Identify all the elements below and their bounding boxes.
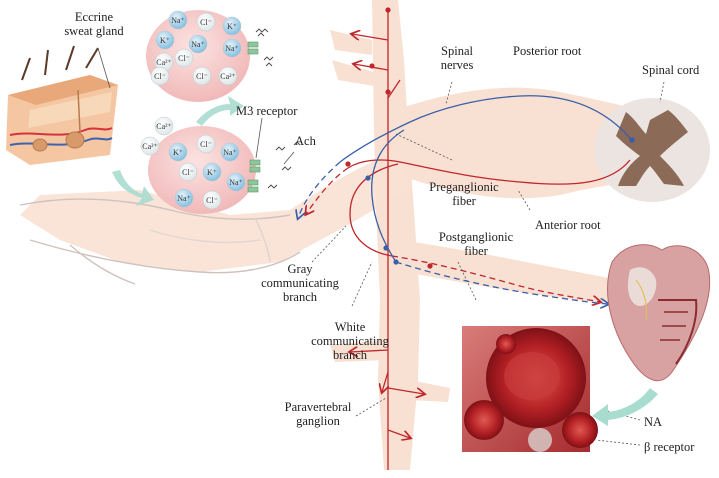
white-line2: communicating	[311, 334, 389, 348]
ion-label-top_cell-10: Cl⁻	[154, 72, 166, 81]
ion-top_cell-3	[155, 30, 175, 50]
spinal-cord-section	[594, 98, 710, 202]
ion-label-top_cell-1: Cl⁻	[200, 18, 212, 27]
ion-top_cell-4	[188, 34, 208, 54]
ion-bottom_cell-7	[202, 190, 222, 210]
label-spinal-cord: Spinal cord	[642, 63, 700, 77]
label-ach: Ach	[295, 134, 316, 148]
label-paravertebral-ganglion: Paravertebral ganglion	[270, 400, 366, 428]
label-m3-receptor: M3 receptor	[236, 104, 298, 118]
ion-top_cell-9	[222, 38, 242, 58]
postganglionic-line2: fiber	[464, 244, 488, 258]
ion-label-bottom_cell-3: Cl⁻	[182, 168, 194, 177]
ion-label-bottom_cell-1: Cl⁻	[200, 140, 212, 149]
label-gray-communicating-branch: Gray communicating branch	[252, 262, 348, 304]
label-postganglionic-fiber: Postganglionic fiber	[428, 230, 524, 258]
ion-top_cell-0	[168, 10, 188, 30]
skin-to-cell-arrow	[112, 170, 154, 206]
gray-line3: branch	[282, 290, 317, 304]
blood-cell-panel	[462, 326, 598, 452]
postganglionic-line1: Postganglionic	[438, 230, 514, 244]
ion-label-bottom_cell-0: K⁺	[173, 148, 183, 157]
ach-leader-line	[283, 151, 295, 165]
white-line1: White	[334, 320, 366, 334]
ion-label-top_cell-6: Cl⁻	[178, 54, 190, 63]
ions-bottom: K⁺ Cl⁻ Na⁺ Cl⁻ K⁺ Na⁺ Na⁺ Cl⁻ Ca²⁺ Ca²⁺	[140, 116, 246, 210]
ion-bottom_cell-8	[154, 116, 174, 136]
eccrine-line2: sweat gland	[64, 24, 124, 38]
heart-illustration	[607, 244, 711, 382]
preganglionic-line2: fiber	[452, 194, 476, 208]
label-preganglionic-fiber: Preganglionic fiber	[418, 180, 510, 208]
ion-top_cell-8	[218, 66, 238, 86]
white-line3: branch	[332, 348, 367, 362]
ion-bottom_cell-2	[220, 142, 240, 162]
heart-to-blood-arrow	[592, 388, 658, 426]
ion-bottom_cell-1	[196, 134, 216, 154]
gray-line2: communicating	[261, 276, 339, 290]
synapse-nodes	[345, 7, 635, 269]
ion-top_cell-6	[174, 48, 194, 68]
spinal-nerves-line1: Spinal	[441, 44, 473, 58]
ion-bottom_cell-6	[174, 188, 194, 208]
ion-label-bottom_cell-8: Ca²⁺	[156, 122, 172, 131]
acetylcholine-molecules	[255, 28, 301, 189]
ion-label-bottom_cell-4: K⁺	[207, 168, 217, 177]
m3-leader-line	[255, 117, 263, 159]
ion-label-top_cell-4: Na⁺	[191, 40, 205, 49]
neural-pathways	[298, 8, 631, 470]
gray-line1: Gray	[287, 262, 313, 276]
paravertebral-line1: Paravertebral	[284, 400, 352, 414]
ion-bottom_cell-9	[140, 136, 160, 156]
paravertebral-line2: ganglion	[296, 414, 340, 428]
ion-label-top_cell-9: Na⁺	[225, 44, 239, 53]
ion-top_cell-10	[150, 66, 170, 86]
label-na: NA	[644, 415, 663, 429]
ion-label-top_cell-7: Cl⁻	[196, 72, 208, 81]
cell-to-cell-arrow	[196, 96, 244, 126]
ion-label-top_cell-2: K⁺	[227, 22, 237, 31]
ion-bottom_cell-4	[202, 162, 222, 182]
eccrine-leader-line	[97, 47, 111, 89]
ion-label-top_cell-8: Ca²⁺	[220, 72, 236, 81]
label-posterior-root: Posterior root	[513, 44, 582, 58]
label-spinal-nerves: Spinal nerves	[434, 44, 480, 72]
arm-illustration	[19, 198, 301, 285]
ion-label-bottom_cell-5: Na⁺	[229, 178, 243, 187]
skin-cross-section	[6, 45, 118, 165]
eccrine-line1: Eccrine	[74, 10, 114, 24]
ion-top_cell-7	[192, 66, 212, 86]
leader-lines	[311, 81, 665, 446]
label-anterior-root: Anterior root	[535, 218, 601, 232]
ion-label-bottom_cell-2: Na⁺	[223, 148, 237, 157]
preganglionic-line1: Preganglionic	[429, 180, 499, 194]
ion-label-bottom_cell-9: Ca²⁺	[142, 142, 158, 151]
ion-bottom_cell-3	[178, 162, 198, 182]
ion-top_cell-1	[196, 12, 216, 32]
ion-bottom_cell-0	[168, 142, 188, 162]
spinal-nerves-line2: nerves	[440, 58, 474, 72]
ion-top_cell-2	[222, 16, 242, 36]
ion-label-bottom_cell-7: Cl⁻	[206, 196, 218, 205]
label-eccrine-sweat-gland: Eccrine sweat gland	[58, 10, 130, 38]
ion-label-top_cell-0: Na⁺	[171, 16, 185, 25]
ion-label-top_cell-3: K⁺	[160, 36, 170, 45]
label-white-communicating-branch: White communicating branch	[302, 320, 398, 362]
label-beta-receptor: β receptor	[644, 440, 695, 454]
ion-label-top_cell-5: Ca²⁺	[156, 58, 172, 67]
ions-top: Na⁺Cl⁻K⁺K⁺Na⁺Ca²⁺Cl⁻Cl⁻Ca²⁺Na⁺Cl⁻	[150, 10, 242, 86]
ion-label-bottom_cell-6: Na⁺	[177, 194, 191, 203]
ion-bottom_cell-5	[226, 172, 246, 192]
m3-receptors	[247, 41, 261, 193]
